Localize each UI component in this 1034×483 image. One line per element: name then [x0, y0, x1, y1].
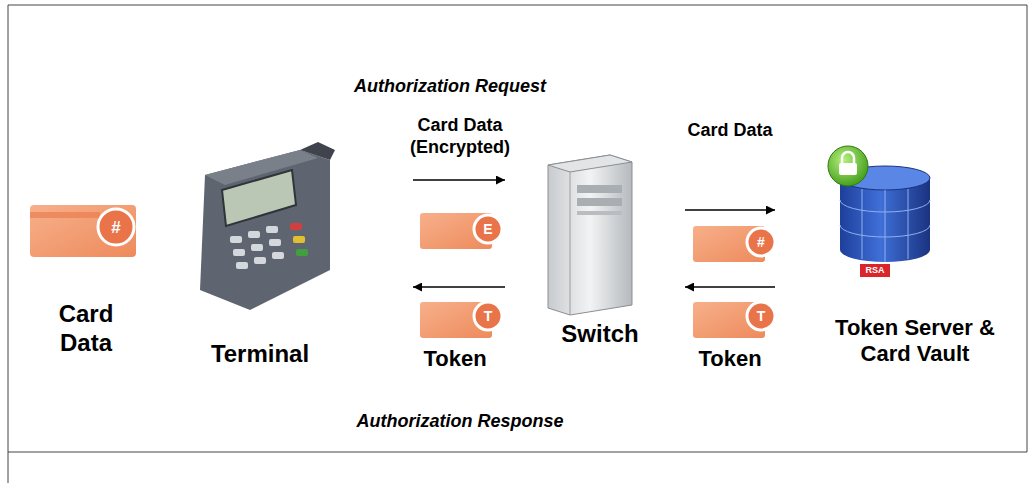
node-label: Switch	[550, 320, 650, 349]
card-badge: E	[477, 222, 499, 236]
frame	[8, 5, 1027, 483]
card-icon	[693, 226, 775, 262]
flow-heading: Authorization Response	[320, 411, 600, 433]
server-illustration	[548, 155, 632, 315]
card-icon	[420, 302, 502, 338]
database-illustration	[828, 146, 930, 277]
flow-arrow	[685, 286, 775, 288]
card-icon	[30, 205, 136, 257]
card-badge: T	[477, 309, 499, 323]
card-icon	[693, 302, 775, 338]
card-icon	[420, 213, 502, 249]
node-label: Token Server & Card Vault	[825, 315, 1005, 368]
node-label: Card Data	[36, 300, 136, 358]
terminal-box: Terminal	[185, 135, 413, 380]
card-badge: #	[750, 235, 772, 249]
node-label: Terminal	[185, 340, 335, 369]
edge-label: Card Data (Encrypted)	[390, 115, 530, 158]
edge-label: Token	[405, 346, 505, 372]
edge-label: Token	[680, 346, 780, 372]
edge-label: Card Data	[665, 120, 795, 142]
flow-arrow	[685, 209, 775, 211]
switch-box: Switch	[505, 150, 685, 355]
card-data-box: Card Data	[30, 200, 142, 360]
flow-heading: Authorization Request	[320, 76, 580, 98]
card-badge: #	[104, 219, 128, 236]
card-badge: T	[750, 309, 772, 323]
flow-arrow	[413, 179, 505, 181]
terminal-illustration	[200, 142, 335, 310]
vendor-logo: RSA	[860, 266, 890, 275]
flow-arrow	[413, 286, 505, 288]
token-server-box: Token Server & Card Vault	[775, 150, 1025, 380]
